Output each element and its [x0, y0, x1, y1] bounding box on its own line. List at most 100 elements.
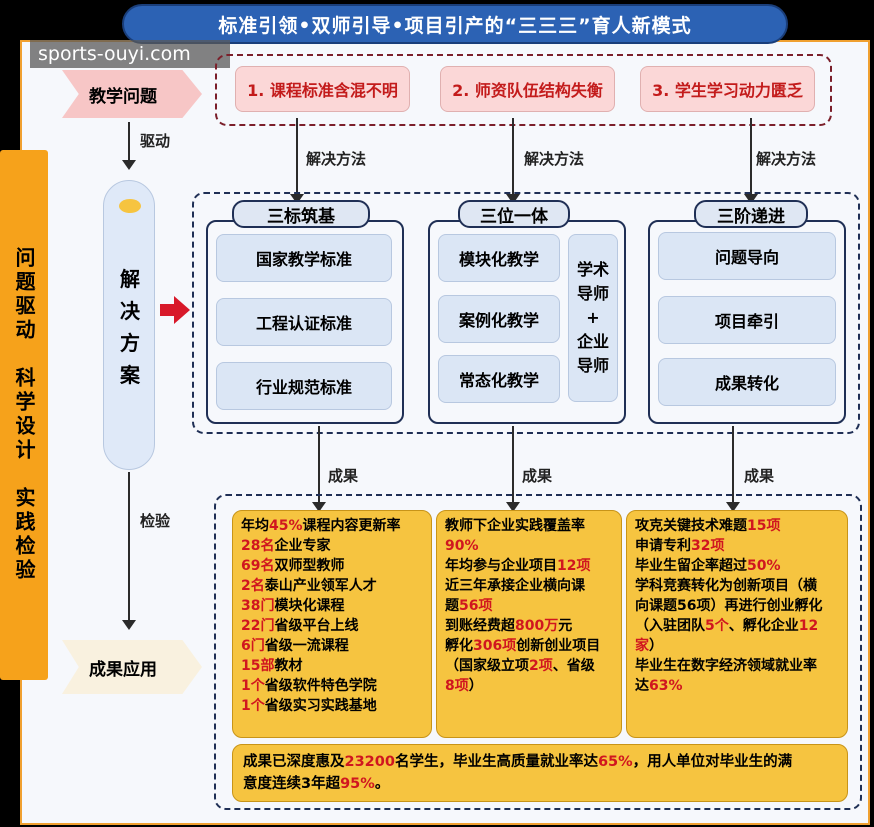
- highlight-value: 1个: [241, 678, 265, 694]
- result-3-line: 达63%: [635, 676, 839, 696]
- standard-item-2: 工程认证标准: [216, 298, 392, 346]
- result-1-line: 1个省级软件特色学院: [241, 676, 423, 696]
- result-text: 元: [558, 618, 573, 634]
- result-1-line: 年均45%课程内容更新率: [241, 516, 423, 536]
- result-text: 、孵化企业: [728, 618, 799, 634]
- result-2-line: 近三年承接企业横向课: [445, 576, 613, 596]
- standard-item-3: 行业规范标准: [216, 362, 392, 410]
- results-container: [214, 494, 862, 810]
- highlight-value: 2名: [241, 578, 265, 594]
- result-2-line: 年均参与企业项目12项: [445, 556, 613, 576]
- result-text: 申请专利: [635, 538, 691, 554]
- result-text: 意度连续3年超: [243, 776, 341, 792]
- result-box-3: 攻克关键技术难题15项申请专利32项毕业生留企率超过50%学科竞赛转化为创新项目…: [626, 510, 848, 738]
- method-arrow-1: [296, 118, 298, 196]
- result-3-line: 家）: [635, 636, 839, 656]
- mentor-line-2: 导师: [576, 284, 609, 303]
- highlight-value: 6门: [241, 638, 265, 654]
- method-arrowhead-3: [744, 194, 758, 204]
- highlight-value: 8项: [445, 678, 469, 694]
- result-text: ）: [649, 638, 663, 654]
- result-text: 毕业生留企率超过: [635, 558, 747, 574]
- result-1-line: 1个省级实习实践基地: [241, 696, 423, 716]
- group-title-3: 三阶递进: [694, 200, 808, 228]
- highlight-value: 2项: [529, 658, 553, 674]
- highlight-value: 65%: [597, 754, 633, 770]
- result-1-line: 2名泰山产业领军人才: [241, 576, 423, 596]
- solution-char: 决: [120, 299, 140, 323]
- mentor-item: 学术 导师 + 企业 导师: [568, 234, 618, 402]
- result-text: 教师下企业实践覆盖率: [445, 518, 585, 534]
- result-3-line: 攻克关键技术难题15项: [635, 516, 839, 536]
- result-text: 达: [635, 678, 649, 694]
- highlight-value: 50%: [747, 558, 781, 574]
- result-text: 攻克关键技术难题: [635, 518, 747, 534]
- step-item-3: 成果转化: [658, 358, 836, 406]
- result-text: 毕业生在数字经济领域就业率: [635, 658, 817, 674]
- highlight-value: 15项: [747, 518, 781, 534]
- summary-line: 意度连续3年超95%。: [243, 773, 837, 795]
- result-1-line: 22门省级平台上线: [241, 616, 423, 636]
- highlight-value: 800万: [515, 618, 559, 634]
- result-application-tag: 成果应用: [62, 640, 202, 694]
- problem-1: 1. 课程标准含混不明: [235, 66, 410, 112]
- result-text: 省级平台上线: [274, 618, 359, 634]
- teaching-item-3: 常态化教学: [438, 355, 560, 403]
- red-arrow-icon: [160, 296, 190, 324]
- highlight-value: 15部: [241, 658, 275, 674]
- method-label-3: 解决方法: [756, 150, 817, 168]
- verify-arrowhead: [122, 620, 136, 630]
- result-2-line: 到账经费超800万元: [445, 616, 613, 636]
- result-text: 向课题56项）再进行创业孵化: [635, 598, 823, 614]
- result-text: 年均: [241, 518, 269, 534]
- result-summary-box: 成果已深度惠及23200名学生，毕业生高质量就业率达65%，用人单位对毕业生的满…: [232, 744, 848, 802]
- result-1-line: 28名企业专家: [241, 536, 423, 556]
- highlight-value: 12项: [557, 558, 591, 574]
- mentor-line-3: +: [586, 308, 600, 327]
- result-text: 省级软件特色学院: [264, 678, 377, 694]
- highlight-value: 45%: [269, 518, 303, 534]
- watermark: sports-ouyi.com: [30, 40, 230, 68]
- solution-char: 解: [120, 267, 140, 291]
- result-2-line: 教师下企业实践覆盖率: [445, 516, 613, 536]
- result-arrow-2: [512, 426, 514, 504]
- method-arrowhead-1: [290, 194, 304, 204]
- highlight-value: 95%: [340, 776, 375, 792]
- result-text: 课程内容更新率: [302, 518, 401, 534]
- result-text: ）: [468, 678, 483, 694]
- drive-arrowhead: [122, 160, 136, 170]
- teaching-item-1: 模块化教学: [438, 234, 560, 282]
- result-text: 省级实习实践基地: [264, 698, 377, 714]
- result-2-line: 90%: [445, 536, 613, 556]
- result-text: （国家级立项: [445, 658, 529, 674]
- result-text: 近三年承接企业横向课: [445, 578, 585, 594]
- problems-container: [215, 54, 832, 126]
- page-title: 标准引领•双师引导•项目引产的“三三三”育人新模式: [122, 4, 788, 44]
- highlight-value: 28名: [241, 538, 275, 554]
- result-text: 企业专家: [274, 538, 331, 554]
- result-2-line: 题56项: [445, 596, 613, 616]
- solution-char: 方: [120, 331, 140, 355]
- highlight-value: 38门: [241, 598, 275, 614]
- result-3-line: 毕业生留企率超过50%: [635, 556, 839, 576]
- result-text: 泰山产业领军人才: [264, 578, 377, 594]
- teaching-item-2: 案例化教学: [438, 295, 560, 343]
- result-text: 年均参与企业项目: [445, 558, 557, 574]
- summary-line: 成果已深度惠及23200名学生，毕业生高质量就业率达65%，用人单位对毕业生的满: [243, 751, 837, 773]
- method-arrow-3: [750, 118, 752, 196]
- solution-label: 解决方案: [104, 263, 156, 391]
- highlight-value: 12: [798, 618, 819, 634]
- result-text: 到账经费超: [445, 618, 515, 634]
- highlight-value: 56项: [459, 598, 493, 614]
- result-text: 题: [445, 598, 459, 614]
- result-text: 创新创业项目: [516, 638, 601, 654]
- highlight-value: 63%: [649, 678, 683, 694]
- result-text: 双师型教师: [274, 558, 345, 574]
- solutions-container: [192, 192, 860, 434]
- highlight-value: 1个: [241, 698, 265, 714]
- result-3-line: 学科竞赛转化为创新项目（横: [635, 576, 839, 596]
- result-arrowhead-2: [506, 502, 520, 512]
- step-item-2: 项目牵引: [658, 296, 836, 344]
- result-text: 孵化: [445, 638, 473, 654]
